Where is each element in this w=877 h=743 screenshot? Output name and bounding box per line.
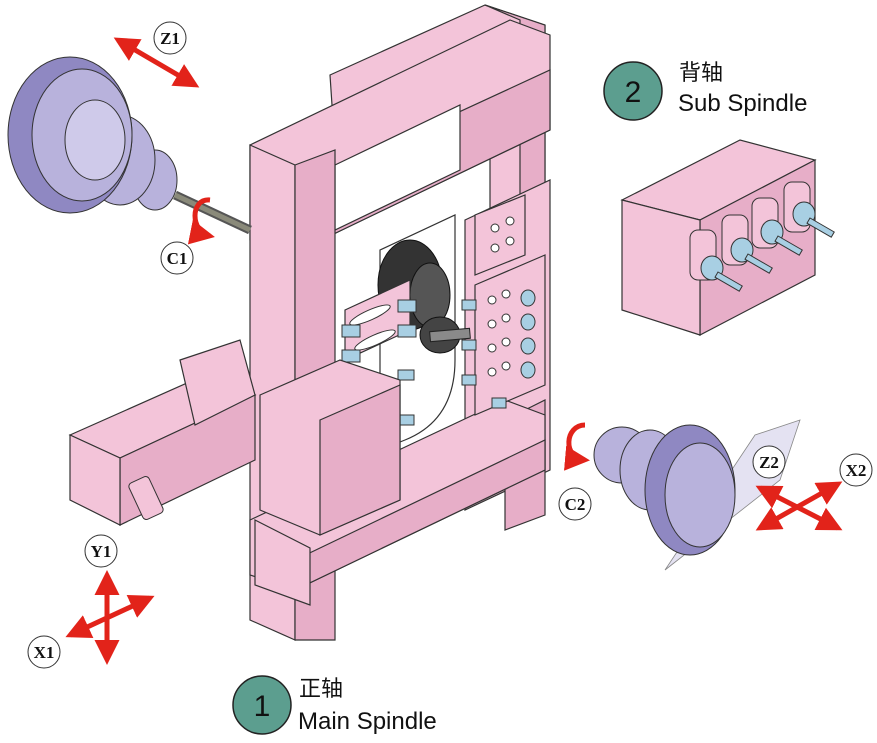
z1-arrow bbox=[113, 37, 200, 88]
callout-badge bbox=[232, 675, 292, 735]
svg-text:C2: C2 bbox=[565, 495, 586, 514]
c2-rotation-arrow bbox=[563, 422, 590, 471]
c1-rotation-arrow bbox=[187, 197, 215, 245]
svg-text:Main Spindle: Main Spindle bbox=[298, 708, 437, 735]
svg-text:Sub Spindle: Sub Spindle bbox=[678, 90, 807, 117]
callout-main-spindle: 1 正轴 Main Spindle bbox=[232, 675, 437, 735]
svg-text:X2: X2 bbox=[846, 461, 867, 480]
tool-holders bbox=[689, 181, 835, 292]
svg-text:Y1: Y1 bbox=[91, 542, 112, 561]
motion-arrows bbox=[65, 37, 843, 665]
svg-text:Z2: Z2 bbox=[759, 453, 779, 472]
axis-label-x1: X1 bbox=[27, 635, 61, 669]
axis-label-z1: Z1 bbox=[153, 21, 187, 55]
svg-text:1: 1 bbox=[254, 690, 271, 723]
axis-label-c1: C1 bbox=[160, 241, 194, 275]
x2-arrow bbox=[755, 481, 843, 531]
svg-text:正轴: 正轴 bbox=[299, 677, 343, 702]
axis-label-y1: Y1 bbox=[84, 534, 118, 568]
svg-text:Z1: Z1 bbox=[160, 29, 180, 48]
svg-text:2: 2 bbox=[625, 76, 642, 109]
axis-labels: Z1 C1 Y1 X1 C2 Z2 X2 bbox=[27, 21, 873, 669]
back-tool-block bbox=[620, 139, 835, 336]
axis-label-x2: X2 bbox=[839, 453, 873, 487]
center-spindle-assembly bbox=[341, 194, 546, 426]
svg-text:背轴: 背轴 bbox=[679, 61, 723, 86]
callout-badge bbox=[603, 61, 663, 121]
svg-text:C1: C1 bbox=[167, 249, 188, 268]
axis-label-c2: C2 bbox=[558, 487, 592, 521]
y-axis-motor bbox=[68, 339, 401, 536]
callout-sub-spindle: 2 背轴 Sub Spindle bbox=[603, 61, 807, 121]
svg-text:X1: X1 bbox=[34, 643, 55, 662]
axis-label-z2: Z2 bbox=[752, 445, 786, 479]
main-spindle bbox=[7, 56, 252, 235]
x1-arrow bbox=[65, 595, 155, 638]
